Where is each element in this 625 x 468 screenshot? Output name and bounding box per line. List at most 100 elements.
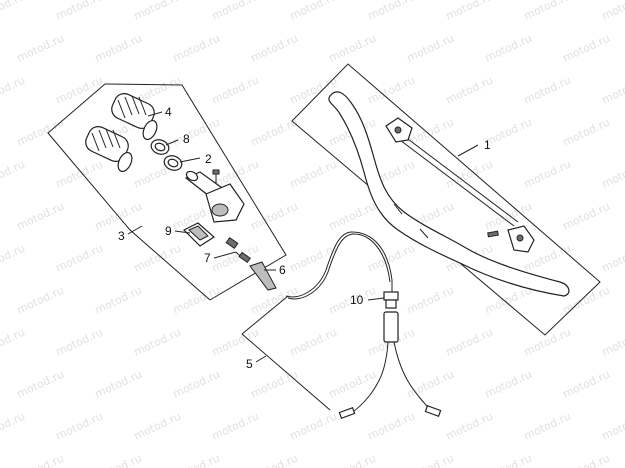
watermark-text: motod.ru	[171, 116, 222, 149]
watermark-text: motod.ru	[93, 32, 144, 65]
watermark-text: motod.ru	[0, 74, 27, 107]
watermark-text: motod.ru	[600, 158, 625, 191]
watermark-text: motod.ru	[444, 74, 495, 107]
watermark-text: motod.ru	[171, 452, 222, 468]
cable-part	[285, 231, 442, 419]
watermark-text: motod.ru	[483, 200, 534, 233]
watermark-text: motod.ru	[366, 0, 417, 23]
watermark-text: motod.ru	[327, 200, 378, 233]
watermark-text: motod.ru	[93, 368, 144, 401]
watermark-text: motod.ru	[0, 410, 27, 443]
watermark-text: motod.ru	[444, 0, 495, 23]
callout-10: 10	[350, 293, 364, 307]
watermark-text: motod.ru	[210, 410, 261, 443]
watermark-text: motod.ru	[600, 74, 625, 107]
watermark-text: motod.ru	[171, 32, 222, 65]
watermark-text: motod.ru	[0, 158, 27, 191]
watermark-text: motod.ru	[405, 284, 456, 317]
frame-group-5	[241, 295, 331, 411]
watermark-text: motod.ru	[483, 452, 534, 468]
watermark-text: motod.ru	[15, 452, 66, 468]
watermark-text: motod.ru	[288, 242, 339, 275]
watermark-text: motod.ru	[210, 74, 261, 107]
watermark-text: motod.ru	[210, 0, 261, 23]
screw-part	[212, 169, 220, 183]
watermark-text: motod.ru	[288, 326, 339, 359]
watermark-text: motod.ru	[600, 410, 625, 443]
watermark-text: motod.ru	[171, 368, 222, 401]
watermark-text: motod.ru	[15, 200, 66, 233]
watermark-text: motod.ru	[600, 242, 625, 275]
ring-part	[150, 139, 183, 171]
watermark-text: motod.ru	[405, 32, 456, 65]
callout-5: 5	[246, 357, 253, 371]
watermark-text: motod.ru	[522, 0, 573, 23]
callout-8: 8	[183, 132, 190, 146]
watermark-text: motod.ru	[522, 158, 573, 191]
watermark-text: motod.ru	[522, 74, 573, 107]
grip-part	[85, 93, 158, 173]
watermark-text: motod.ru	[54, 242, 105, 275]
callout-1: 1	[484, 138, 491, 152]
watermark-text: motod.ru	[366, 410, 417, 443]
watermark-text: motod.ru	[327, 452, 378, 468]
watermark-text: motod.ru	[522, 326, 573, 359]
watermark-text: motod.ru	[132, 326, 183, 359]
watermark-text: motod.ru	[54, 410, 105, 443]
watermark-text: motod.ru	[444, 410, 495, 443]
cable-end-part	[225, 236, 277, 291]
throttle-tube-part	[184, 170, 245, 223]
watermark-text: motod.ru	[15, 368, 66, 401]
watermark-text: motod.ru	[366, 242, 417, 275]
watermark-text: motod.ru	[600, 0, 625, 23]
watermark-text: motod.ru	[249, 452, 300, 468]
watermark-text: motod.ru	[15, 32, 66, 65]
watermark-text: motod.ru	[249, 200, 300, 233]
watermark-text: motod.ru	[0, 242, 27, 275]
watermark-text: motod.ru	[15, 284, 66, 317]
watermark-text: motod.ru	[327, 32, 378, 65]
watermark-text: motod.ru	[561, 452, 612, 468]
watermark-text: motod.ru	[249, 32, 300, 65]
watermark-text: motod.ru	[0, 0, 27, 23]
watermark-text: motod.ru	[561, 116, 612, 149]
watermark-text: motod.ru	[54, 158, 105, 191]
watermark-text: motod.ru	[288, 410, 339, 443]
watermark-text: motod.ru	[132, 410, 183, 443]
watermark-text: motod.ru	[444, 326, 495, 359]
watermark-text: motod.ru	[405, 368, 456, 401]
watermark-text: motod.ru	[405, 116, 456, 149]
watermark-text: motod.ru	[600, 326, 625, 359]
watermark-text: motod.ru	[561, 32, 612, 65]
watermark-text: motod.ru	[522, 410, 573, 443]
watermark-text: motod.ru	[0, 326, 27, 359]
callout-7: 7	[204, 251, 211, 265]
callout-2: 2	[205, 152, 212, 166]
watermark-text: motod.ru	[54, 326, 105, 359]
watermark-text: motod.ru	[15, 116, 66, 149]
watermark-text: motod.ru	[405, 452, 456, 468]
watermark-text: motod.ru	[93, 284, 144, 317]
callout-4: 4	[165, 105, 172, 119]
watermark-text: motod.ru	[249, 368, 300, 401]
callout-9: 9	[165, 224, 172, 238]
frame-group-3	[47, 83, 287, 301]
watermark-text: motod.ru	[561, 368, 612, 401]
watermark-text: motod.ru	[561, 200, 612, 233]
watermark-text: motod.ru	[483, 32, 534, 65]
callout-3: 3	[118, 229, 125, 243]
handlebar-part	[328, 91, 570, 297]
watermark-text: motod.ru	[327, 368, 378, 401]
watermark-text: motod.ru	[288, 0, 339, 23]
watermark-text: motod.ru	[288, 158, 339, 191]
watermark-text: motod.ru	[210, 326, 261, 359]
watermark-text: motod.ru	[54, 0, 105, 23]
plate-part	[182, 222, 215, 247]
leader-lines	[127, 111, 479, 363]
watermark-text: motod.ru	[132, 0, 183, 23]
callout-6: 6	[279, 263, 286, 277]
watermark-text: motod.ru	[93, 452, 144, 468]
